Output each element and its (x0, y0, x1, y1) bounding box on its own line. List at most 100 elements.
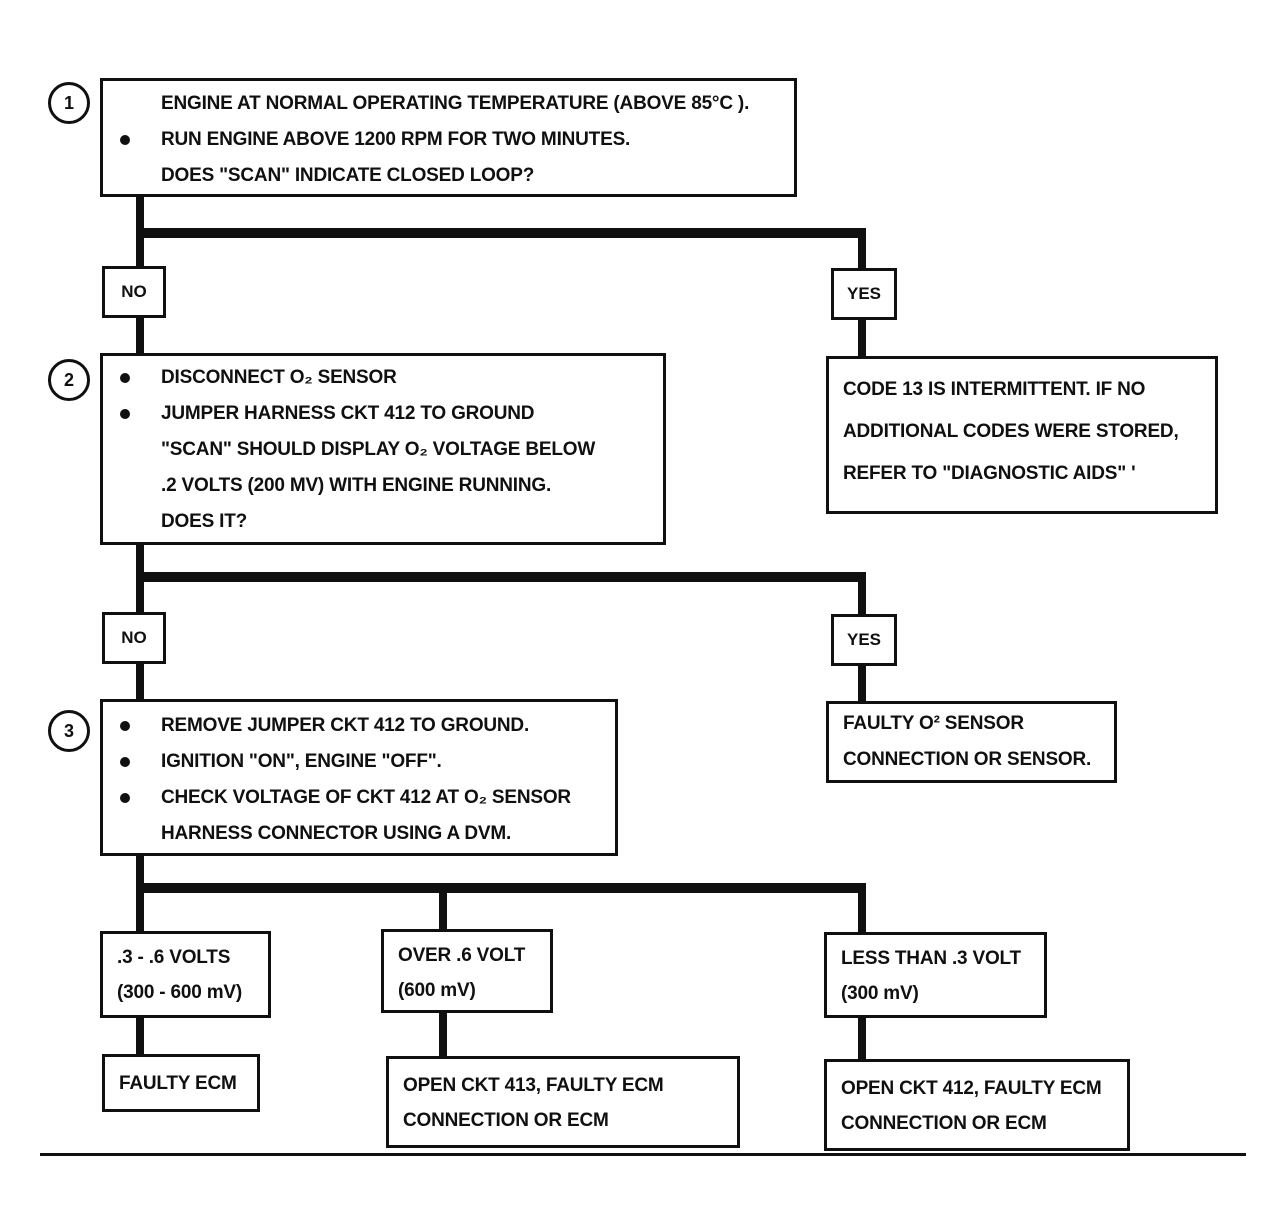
connector-branch-bar-2 (136, 572, 866, 582)
code13-intermittent-box: CODE 13 IS INTERMITTENT. IF NO ADDITIONA… (826, 356, 1218, 514)
result-line: CONNECTION OR SENSOR. (829, 742, 1114, 778)
instruction-line: .2 VOLTS (200 MV) WITH ENGINE RUNNING. (103, 468, 663, 504)
instruction-text: HARNESS CONNECTOR USING A DVM. (161, 823, 512, 844)
connector-voltright-result (858, 1018, 866, 1062)
connector-no1-step2 (136, 318, 144, 356)
result-text: FAULTY ECM (119, 1073, 237, 1094)
open-ckt-412-box: OPEN CKT 412, FAULTY ECM CONNECTION OR E… (824, 1059, 1130, 1151)
result-line: CODE 13 IS INTERMITTENT. IF NO (829, 369, 1215, 411)
instruction-text: "SCAN" SHOULD DISPLAY O₂ VOLTAGE BELOW (161, 439, 596, 460)
instruction-line: IGNITION "ON", ENGINE "OFF". (103, 744, 615, 780)
condition-text: (300 - 600 mV) (117, 982, 242, 1003)
connector-branch1-yes-drop (858, 228, 866, 271)
connector-voltmid-result (439, 1013, 447, 1059)
faulty-ecm-box: FAULTY ECM (102, 1054, 260, 1112)
result-text: OPEN CKT 412, FAULTY ECM (841, 1078, 1102, 1099)
connector-branch2-yes-drop (858, 572, 866, 617)
instruction-text: JUMPER HARNESS CKT 412 TO GROUND (161, 403, 535, 424)
bullet-icon (120, 721, 130, 731)
condition-line: (300 mV) (827, 976, 1044, 1011)
instruction-text: DOES "SCAN" INDICATE CLOSED LOOP? (161, 165, 535, 186)
bullet-icon (120, 757, 130, 767)
result-text: CODE 13 IS INTERMITTENT. IF NO (843, 379, 1146, 400)
instruction-line: HARNESS CONNECTOR USING A DVM. (103, 816, 615, 852)
step-number: 1 (63, 92, 74, 113)
connector-step3-down (136, 856, 144, 935)
condition-line: OVER .6 VOLT (384, 938, 550, 973)
result-line: OPEN CKT 412, FAULTY ECM (827, 1071, 1127, 1106)
result-line: FAULTY O² SENSOR (829, 706, 1114, 742)
decision-label: YES (846, 630, 882, 649)
condition-text: LESS THAN .3 VOLT (841, 948, 1021, 969)
instruction-text: ENGINE AT NORMAL OPERATING TEMPERATURE (… (161, 93, 750, 114)
instruction-line: RUN ENGINE ABOVE 1200 RPM FOR TWO MINUTE… (103, 122, 794, 158)
instruction-text: RUN ENGINE ABOVE 1200 RPM FOR TWO MINUTE… (161, 129, 631, 150)
step1-box: ENGINE AT NORMAL OPERATING TEMPERATURE (… (100, 78, 797, 197)
instruction-line: "SCAN" SHOULD DISPLAY O₂ VOLTAGE BELOW (103, 432, 663, 468)
connector-branch3-mid-drop (439, 883, 447, 933)
instruction-text: DOES IT? (161, 511, 248, 532)
instruction-line: JUMPER HARNESS CKT 412 TO GROUND (103, 396, 663, 432)
step2-box: DISCONNECT O₂ SENSOR JUMPER HARNESS CKT … (100, 353, 666, 545)
step-circle-2: 2 (48, 359, 90, 401)
decision-no-2: NO (102, 612, 166, 664)
instruction-line: ENGINE AT NORMAL OPERATING TEMPERATURE (… (103, 86, 794, 122)
result-text: ADDITIONAL CODES WERE STORED, (843, 421, 1179, 442)
decision-label: NO (121, 282, 147, 301)
decision-yes-1: YES (831, 268, 897, 320)
connector-no2-step3 (136, 664, 144, 702)
connector-yes1-code13 (858, 320, 866, 359)
step-circle-1: 1 (48, 82, 90, 124)
result-text: CONNECTION OR SENSOR. (843, 749, 1092, 770)
result-line: CONNECTION OR ECM (827, 1106, 1127, 1141)
result-line: REFER TO "DIAGNOSTIC AIDS" ' (829, 453, 1215, 495)
condition-text: .3 - .6 VOLTS (117, 947, 231, 968)
instruction-text: REMOVE JUMPER CKT 412 TO GROUND. (161, 715, 530, 736)
connector-voltleft-result (136, 1018, 144, 1057)
over-6-volt-box: OVER .6 VOLT (600 mV) (381, 929, 553, 1013)
bullet-icon (120, 793, 130, 803)
instruction-line: DOES "SCAN" INDICATE CLOSED LOOP? (103, 158, 794, 194)
step-number: 3 (63, 720, 74, 741)
condition-text: OVER .6 VOLT (398, 945, 526, 966)
connector-branch3-right-drop (858, 883, 866, 936)
instruction-text: IGNITION "ON", ENGINE "OFF". (161, 751, 442, 772)
instruction-line: DOES IT? (103, 504, 663, 540)
condition-text: (300 mV) (841, 983, 919, 1004)
decision-no-1: NO (102, 266, 166, 318)
result-line: OPEN CKT 413, FAULTY ECM (389, 1068, 737, 1103)
result-text: FAULTY O² SENSOR (843, 713, 1024, 734)
step-circle-3: 3 (48, 710, 90, 752)
instruction-text: CHECK VOLTAGE OF CKT 412 AT O₂ SENSOR (161, 787, 571, 808)
result-text: OPEN CKT 413, FAULTY ECM (403, 1075, 664, 1096)
bottom-rule (40, 1153, 1246, 1156)
open-ckt-413-box: OPEN CKT 413, FAULTY ECM CONNECTION OR E… (386, 1056, 740, 1148)
decision-label: YES (846, 284, 882, 303)
connector-branch-bar-1 (136, 228, 866, 238)
instruction-line: DISCONNECT O₂ SENSOR (103, 360, 663, 396)
result-text: CONNECTION OR ECM (403, 1110, 609, 1131)
connector-yes2-faulty-sensor (858, 666, 866, 704)
condition-line: (300 - 600 mV) (103, 975, 268, 1010)
less-than-3-volt-box: LESS THAN .3 VOLT (300 mV) (824, 932, 1047, 1018)
result-text: REFER TO "DIAGNOSTIC AIDS" ' (843, 463, 1136, 484)
instruction-line: CHECK VOLTAGE OF CKT 412 AT O₂ SENSOR (103, 780, 615, 816)
condition-text: (600 mV) (398, 980, 476, 1001)
step-number: 2 (63, 369, 74, 390)
connector-branch-bar-3 (136, 883, 866, 893)
faulty-sensor-box: FAULTY O² SENSOR CONNECTION OR SENSOR. (826, 701, 1117, 783)
condition-line: (600 mV) (384, 973, 550, 1008)
bullet-icon (120, 409, 130, 419)
condition-line: LESS THAN .3 VOLT (827, 941, 1044, 976)
instruction-line: REMOVE JUMPER CKT 412 TO GROUND. (103, 708, 615, 744)
bullet-icon (120, 373, 130, 383)
instruction-text: .2 VOLTS (200 MV) WITH ENGINE RUNNING. (161, 475, 552, 496)
result-line: ADDITIONAL CODES WERE STORED, (829, 411, 1215, 453)
condition-line: .3 - .6 VOLTS (103, 940, 268, 975)
bullet-icon (120, 135, 130, 145)
step3-box: REMOVE JUMPER CKT 412 TO GROUND. IGNITIO… (100, 699, 618, 856)
result-line: CONNECTION OR ECM (389, 1103, 737, 1138)
result-text: CONNECTION OR ECM (841, 1113, 1047, 1134)
decision-label: NO (121, 628, 147, 647)
